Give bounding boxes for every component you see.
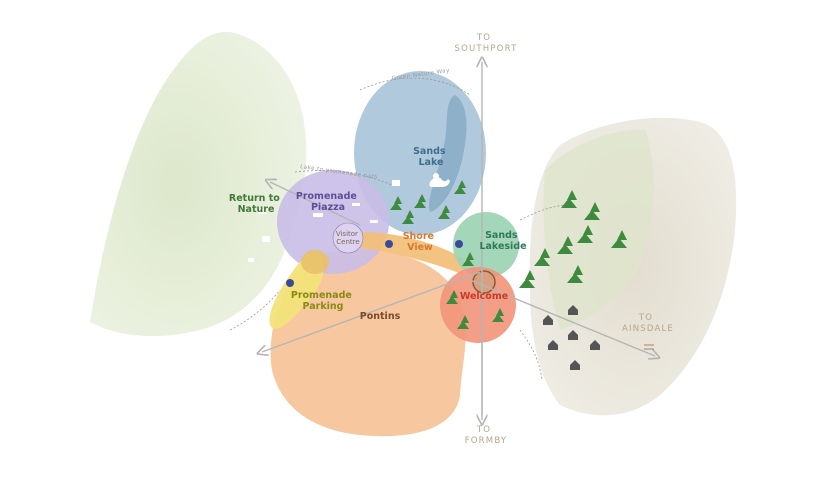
bench-icon <box>370 220 378 223</box>
visitor-centre-circle <box>332 222 364 254</box>
parking-marker-icon <box>286 279 294 287</box>
shelter-icon <box>262 236 270 242</box>
zone-welcome-area <box>440 267 516 343</box>
tree-icon <box>611 230 627 248</box>
label-return-to-nature: Return to Nature <box>229 193 283 215</box>
duck-head-icon <box>433 173 439 179</box>
label-to-ainsdale: TO AINSDALE <box>622 313 674 334</box>
camera-icon <box>392 180 400 186</box>
label-to-formby: TO FORMBY <box>465 425 508 446</box>
label-sands-lake: Sands Lake <box>413 146 449 168</box>
tree-icon <box>446 290 458 304</box>
duck-icon <box>429 177 450 187</box>
green-nature-way-path <box>359 77 471 96</box>
lake-trees <box>390 180 504 329</box>
tree-icon <box>402 210 414 224</box>
tree-icon <box>567 265 583 283</box>
label-promenade-parking: Promenade Parking <box>291 290 355 312</box>
tree-icon <box>390 196 402 210</box>
arrow-to-ainsdale <box>469 279 655 356</box>
houses <box>543 305 600 370</box>
tree-icon <box>577 225 593 243</box>
arrow-west <box>262 271 481 352</box>
tree-icon <box>462 252 474 266</box>
lake-to-promenade-path <box>294 170 393 186</box>
label-visitor-centre: Visitor Centre <box>336 230 360 246</box>
picnic-table-icon <box>313 213 323 217</box>
dunes-path <box>519 329 543 381</box>
bench-icon <box>248 258 254 262</box>
lakeside-marker-icon <box>455 240 463 248</box>
house-icon <box>548 340 558 350</box>
house-icon <box>570 360 580 370</box>
arrow-northwest <box>270 182 361 226</box>
house-icon <box>543 315 553 325</box>
tree-icon <box>557 236 573 254</box>
tree-icon <box>584 202 600 220</box>
tree-icon <box>414 194 426 208</box>
house-icon <box>568 305 578 315</box>
south-shore-path <box>229 289 281 331</box>
label-sands-lakeside: Sands Lakeside <box>479 230 526 252</box>
bench-icon <box>352 203 360 206</box>
visitor-marker-icon <box>385 240 393 248</box>
parking-zone-blob <box>301 250 329 274</box>
house-icon <box>568 330 578 340</box>
house-icon <box>590 340 600 350</box>
label-shore-view: Shore View <box>403 231 438 253</box>
train-icon <box>644 344 654 350</box>
tree-icon <box>457 315 469 329</box>
label-pontins: Pontins <box>360 311 401 322</box>
bird-hide-icon <box>258 208 266 214</box>
tree-icon <box>492 308 504 322</box>
label-promenade-piazza: Promenade Piazza <box>296 191 360 213</box>
label-welcome: Welcome <box>460 291 508 302</box>
tree-icon <box>561 190 577 208</box>
tree-icon <box>534 248 550 266</box>
piazza-icons <box>313 180 400 223</box>
tree-icon <box>454 180 466 194</box>
zone-pontins-area <box>270 249 466 437</box>
dunes-trees <box>519 190 627 288</box>
nature-icons <box>248 208 270 262</box>
tree-icon <box>438 205 450 219</box>
tree-icon <box>519 270 535 288</box>
label-to-southport: TO SOUTHPORT <box>455 33 518 54</box>
